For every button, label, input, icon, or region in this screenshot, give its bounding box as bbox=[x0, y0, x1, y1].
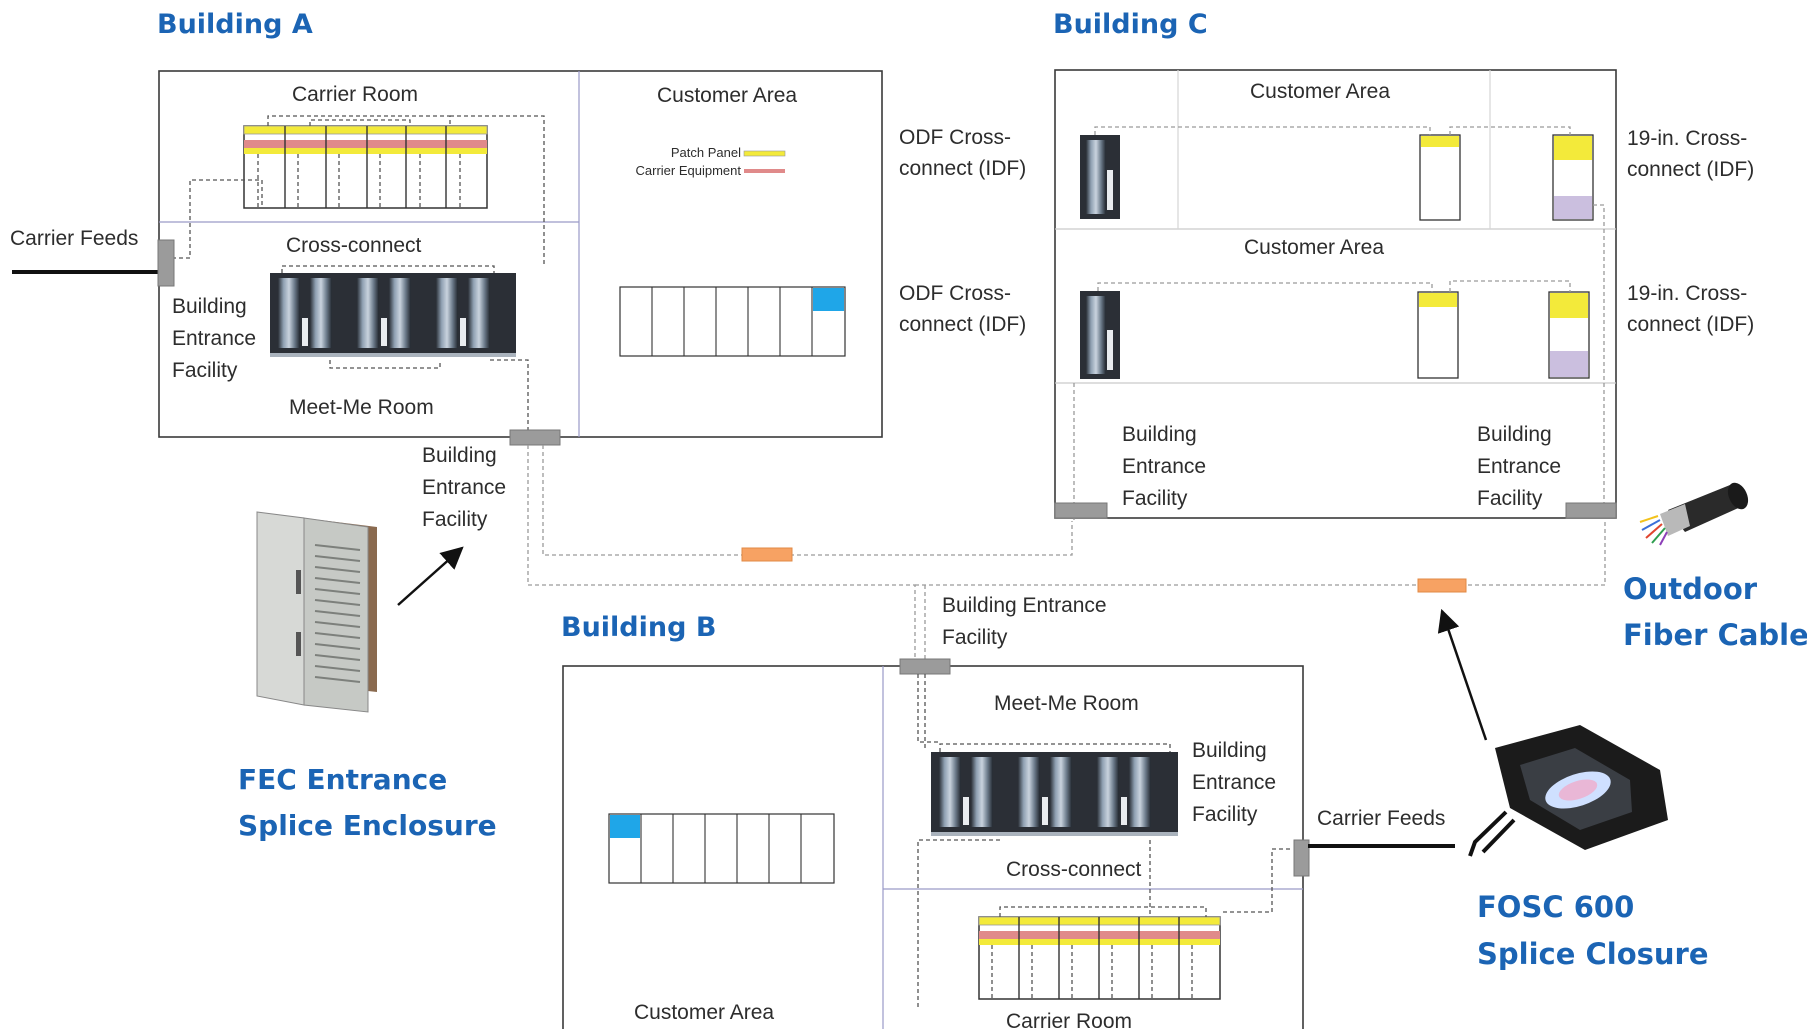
building-c-top-floor-equipment bbox=[1080, 126, 1605, 508]
building-c-bef-right-line1: Building bbox=[1477, 423, 1552, 446]
idf-labels: ODF Cross- connect (IDF) ODF Cross- conn… bbox=[899, 126, 1754, 336]
carrier-feed-entrance-a bbox=[157, 239, 175, 287]
building-c: Building C Customer Area Customer Area bbox=[1053, 9, 1617, 521]
building-b-carrier-racks bbox=[978, 906, 1221, 1000]
inter-building-cabling bbox=[527, 445, 1606, 665]
building-b-bef-top-line1: Building Entrance bbox=[942, 594, 1107, 617]
odf-label-2-line2: connect (IDF) bbox=[899, 313, 1026, 336]
building-b-bef-line1: Building bbox=[1192, 739, 1267, 762]
outdoor-label-line2: Fiber Cables bbox=[1623, 618, 1807, 652]
building-b: Building B Building Entrance Facility Me… bbox=[561, 594, 1455, 1029]
xc-label-1-line1: 19-in. Cross- bbox=[1627, 127, 1747, 150]
customer-area-mid-label: Customer Area bbox=[1244, 236, 1384, 259]
building-b-customer-area-label: Customer Area bbox=[634, 1001, 774, 1024]
xc-label-1-line2: connect (IDF) bbox=[1627, 158, 1754, 181]
fosc-splice-closure: FOSC 600 Splice Closure bbox=[1437, 608, 1709, 971]
building-b-carrier-room-label: Carrier Room bbox=[1006, 1010, 1132, 1029]
building-c-bef-left-line2: Entrance bbox=[1122, 455, 1206, 478]
building-c-mid-floor-equipment bbox=[1080, 280, 1590, 379]
building-c-bef-right-line3: Facility bbox=[1477, 487, 1543, 510]
building-b-odf-frames bbox=[931, 743, 1178, 836]
meet-me-odf-frames bbox=[270, 265, 516, 369]
fec-enclosure-image bbox=[256, 511, 377, 713]
outdoor-cable-image bbox=[1639, 482, 1749, 546]
bef-label-line2: Entrance bbox=[172, 327, 256, 350]
fosc-label-line2: Splice Closure bbox=[1477, 937, 1709, 971]
xc-label-2-line2: connect (IDF) bbox=[1627, 313, 1754, 336]
bef-label-line3: Facility bbox=[172, 359, 238, 382]
building-b-meet-me-label: Meet-Me Room bbox=[994, 692, 1139, 715]
building-b-bef-top-line2: Facility bbox=[942, 626, 1008, 649]
customer-area-b bbox=[608, 813, 835, 884]
building-b-bef-line2: Entrance bbox=[1192, 771, 1276, 794]
meet-me-room-label: Meet-Me Room bbox=[289, 396, 434, 419]
customer-area-a: Patch Panel Carrier Equipment bbox=[619, 145, 846, 357]
building-c-bef-left-line3: Facility bbox=[1122, 487, 1188, 510]
fec-label-line1: FEC Entrance bbox=[238, 763, 447, 796]
odf-label-1-line2: connect (IDF) bbox=[899, 157, 1026, 180]
carrier-room-label: Carrier Room bbox=[292, 83, 418, 106]
bef-label-line1: Building bbox=[172, 295, 247, 318]
building-a-bef-outside-line1: Building bbox=[422, 444, 497, 467]
building-b-title: Building B bbox=[561, 612, 716, 643]
carrier-feeds-label-b: Carrier Feeds bbox=[1317, 807, 1445, 830]
customer-area-top-label: Customer Area bbox=[1250, 80, 1390, 103]
fosc-label-line1: FOSC 600 bbox=[1477, 890, 1634, 924]
xc-label-2-line1: 19-in. Cross- bbox=[1627, 282, 1747, 305]
customer-area-label: Customer Area bbox=[657, 84, 797, 107]
building-b-entrance bbox=[899, 658, 951, 675]
carrier-room-racks bbox=[243, 115, 488, 209]
building-c-bef-right-line2: Entrance bbox=[1477, 455, 1561, 478]
cross-connect-label: Cross-connect bbox=[286, 234, 422, 257]
carrier-feeds-label-a: Carrier Feeds bbox=[10, 227, 138, 250]
carrier-feed-entrance-b bbox=[1293, 839, 1310, 877]
building-c-outline bbox=[1054, 69, 1617, 519]
legend-carrier-equipment: Carrier Equipment bbox=[636, 163, 742, 178]
outdoor-fiber-cables: Outdoor Fiber Cables bbox=[1623, 482, 1807, 652]
legend-patch-panel: Patch Panel bbox=[671, 145, 741, 160]
outdoor-label-line1: Outdoor bbox=[1623, 572, 1758, 606]
building-a-entrance bbox=[509, 429, 561, 446]
building-c-entrance-left bbox=[1054, 502, 1108, 519]
building-a-title: Building A bbox=[157, 9, 313, 40]
splice-closure-a-c bbox=[741, 547, 793, 562]
fosc-image bbox=[1468, 725, 1668, 857]
building-a-bef-outside-line3: Facility bbox=[422, 508, 488, 531]
building-b-cross-connect-label: Cross-connect bbox=[1006, 858, 1142, 881]
building-c-bef-left-line1: Building bbox=[1122, 423, 1197, 446]
splice-closure-b-c bbox=[1417, 578, 1467, 593]
building-b-bef-line3: Facility bbox=[1192, 803, 1258, 826]
fec-label-line2: Splice Enclosure bbox=[238, 809, 497, 842]
building-a-bef-outside-line2: Entrance bbox=[422, 476, 506, 499]
odf-label-1-line1: ODF Cross- bbox=[899, 126, 1011, 149]
building-c-title: Building C bbox=[1053, 9, 1208, 40]
building-a: Building A Carrier Room Customer Area Cr… bbox=[10, 9, 883, 531]
building-c-entrance-right bbox=[1565, 502, 1617, 519]
fec-enclosure: FEC Entrance Splice Enclosure bbox=[238, 511, 497, 842]
odf-label-2-line1: ODF Cross- bbox=[899, 282, 1011, 305]
